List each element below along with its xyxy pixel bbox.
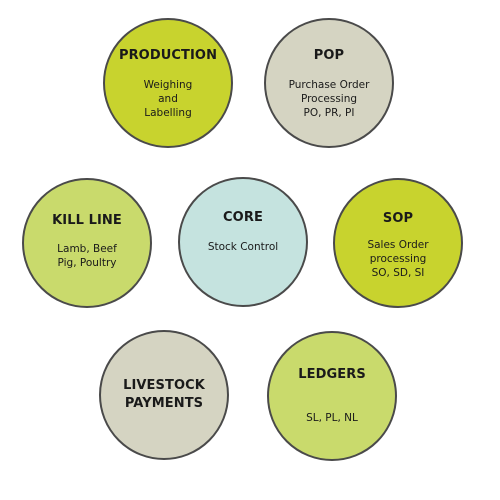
core-module: CORE Stock Control (178, 177, 308, 307)
livestock-payments-module: LIVESTOCK PAYMENTS (99, 330, 229, 460)
livestock-payments-title: LIVESTOCK PAYMENTS (123, 378, 205, 411)
sop-description: Sales Order processing SO, SD, SI (367, 239, 429, 279)
kill-line-title: KILL LINE (52, 213, 122, 228)
kill-line-description: Lamb, Beef Pig, Poultry (57, 243, 117, 269)
production-title: PRODUCTION (118, 48, 218, 63)
pop-module: POP Purchase Order Processing PO, PR, PI (264, 18, 394, 148)
ledgers-title: LEDGERS (298, 367, 366, 382)
production-module: PRODUCTION Weighing and Labelling (103, 18, 233, 148)
ledgers-description: SL, PL, NL (306, 412, 358, 424)
kill-line-module: KILL LINE Lamb, Beef Pig, Poultry (22, 178, 152, 308)
pop-title: POP (313, 48, 345, 63)
sop-module: SOP Sales Order processing SO, SD, SI (333, 178, 463, 308)
pop-description: Purchase Order Processing PO, PR, PI (288, 79, 370, 119)
sop-title: SOP (382, 211, 414, 226)
core-title: CORE (223, 210, 263, 225)
ledgers-module: LEDGERS SL, PL, NL (267, 331, 397, 461)
production-description: Weighing and Labelling (143, 79, 193, 119)
core-description: Stock Control (207, 241, 279, 253)
